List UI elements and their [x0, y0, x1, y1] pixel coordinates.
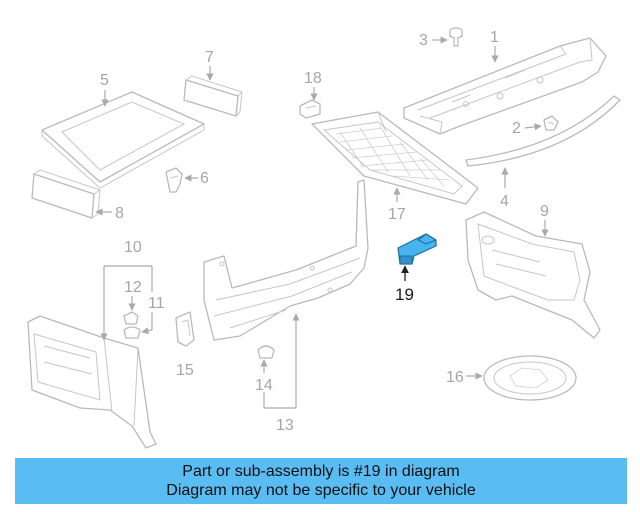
- part-12-clip: [123, 311, 139, 325]
- part-7-trim-block: [183, 75, 243, 117]
- part-4-trim-strip: [465, 95, 621, 167]
- callout-3: 3: [419, 32, 448, 49]
- svg-text:13: 13: [276, 417, 294, 434]
- part-13-sill-panel: [203, 179, 369, 341]
- part-8-trim-block: [31, 169, 102, 219]
- part-17-trim-panel: [311, 111, 479, 205]
- callout-19: 19: [395, 265, 414, 304]
- part-2-clip: [543, 115, 559, 131]
- info-banner: Part or sub-assembly is #19 in diagram D…: [15, 458, 627, 504]
- callout-11: 11: [141, 266, 165, 335]
- callout-18: 18: [304, 70, 322, 101]
- svg-text:4: 4: [500, 193, 509, 210]
- banner-line-2: Diagram may not be specific to your vehi…: [166, 482, 476, 499]
- svg-text:12: 12: [124, 279, 142, 296]
- callout-4: 4: [500, 167, 509, 210]
- svg-text:6: 6: [200, 170, 209, 187]
- svg-text:8: 8: [115, 205, 124, 222]
- banner-line-1: Part or sub-assembly is #19 in diagram: [182, 463, 460, 480]
- part-3-clip: [449, 27, 463, 47]
- callout-16: 16: [446, 369, 483, 386]
- svg-text:15: 15: [176, 362, 194, 379]
- callout-9: 9: [540, 203, 549, 237]
- callout-13: 13: [264, 313, 300, 434]
- callout-1: 1: [490, 29, 499, 63]
- svg-text:17: 17: [388, 206, 406, 223]
- svg-text:9: 9: [540, 203, 549, 220]
- callout-7: 7: [205, 49, 214, 81]
- callout-10: 10: [100, 239, 152, 341]
- part-15-bracket: [175, 311, 195, 347]
- part-18-clip: [299, 99, 321, 119]
- part-11-clip: [123, 326, 141, 339]
- callout-12: 12: [124, 279, 142, 311]
- part-1-rear-shelf: [403, 37, 607, 135]
- svg-text:1: 1: [490, 29, 499, 46]
- callout-8: 8: [95, 205, 124, 222]
- svg-text:18: 18: [304, 70, 322, 87]
- svg-text:7: 7: [205, 49, 214, 66]
- part-14-grommet: [257, 345, 275, 359]
- callout-5: 5: [100, 72, 109, 107]
- svg-text:16: 16: [446, 369, 464, 386]
- callout-17: 17: [388, 187, 406, 223]
- svg-text:5: 5: [100, 72, 109, 89]
- callout-2: 2: [512, 120, 542, 137]
- part-16-spare-cover: [483, 355, 577, 401]
- svg-text:11: 11: [148, 295, 165, 312]
- part-6-clip: [165, 167, 183, 193]
- svg-text:2: 2: [512, 120, 521, 137]
- svg-text:3: 3: [419, 32, 428, 49]
- callout-6: 6: [184, 170, 209, 187]
- callout-14: 14: [255, 359, 273, 408]
- svg-text:14: 14: [255, 377, 273, 394]
- callout-15: 15: [176, 362, 194, 379]
- part-9-quarter-panel: [465, 211, 601, 339]
- part-10-left-quarter-panel: [27, 315, 157, 449]
- svg-text:10: 10: [124, 239, 142, 256]
- part-19-highlighted-bracket: [397, 233, 437, 265]
- svg-text:19: 19: [395, 285, 414, 304]
